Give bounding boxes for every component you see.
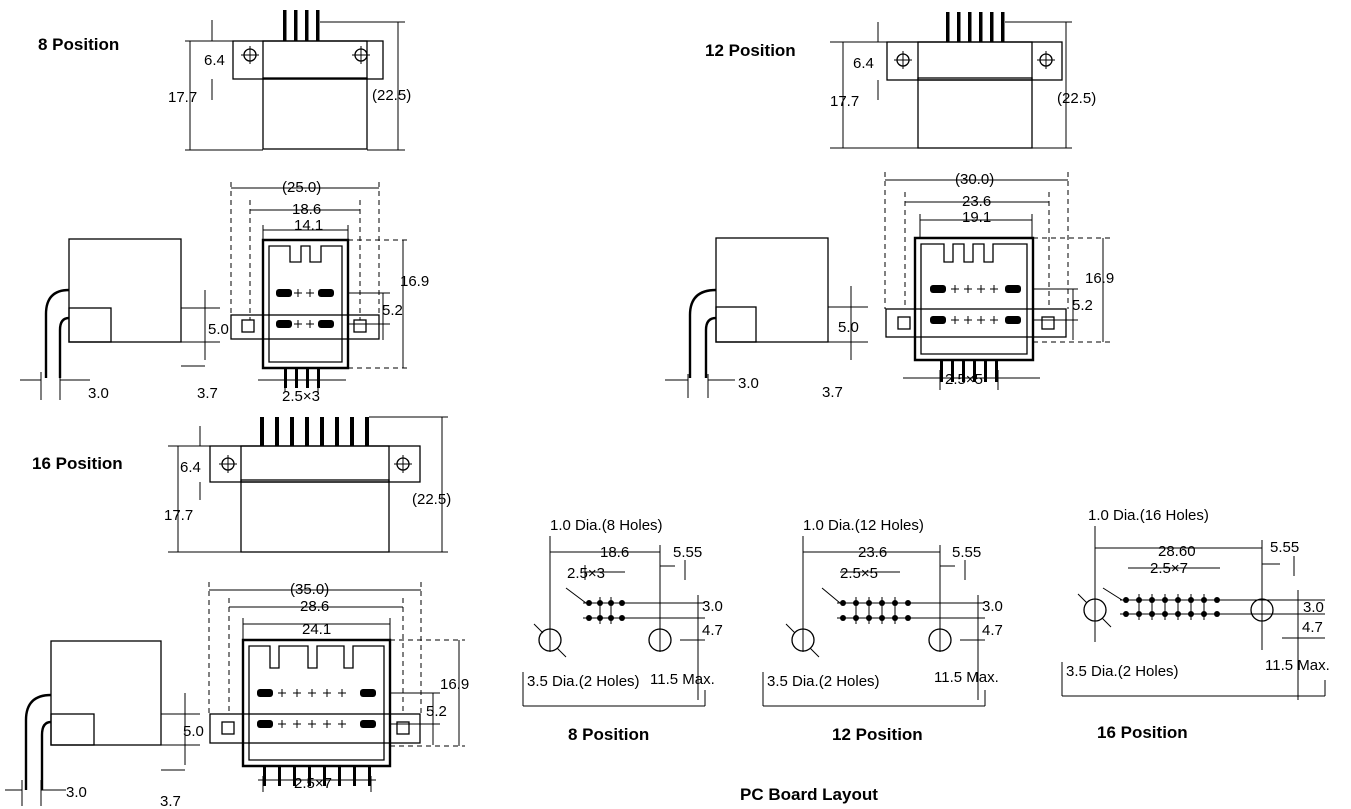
pcb16-holes: 1.0 Dia.(16 Holes) [1088,507,1209,524]
dim-22-5-16: (22.5) [412,491,451,508]
pcb-layout-title: PC Board Layout [740,785,878,804]
pcb16-offset: 5.55 [1270,539,1299,556]
pcb8-holes: 1.0 Dia.(8 Holes) [550,517,663,534]
front-view-12: 6.4 17.7 (22.5) [830,12,1096,149]
dim-6-4-12: 6.4 [853,55,874,72]
pcb16-span: 28.60 [1158,543,1196,560]
dim-5-2-8: 5.2 [382,302,403,319]
pcb12-mount: 3.5 Dia.(2 Holes) [767,673,880,690]
dim-5-0-16: 5.0 [183,723,204,740]
pcb16-d30: 3.0 [1303,599,1324,616]
dim-35-0: (35.0) [290,581,329,598]
pcb16-label: 16 Position [1097,723,1188,742]
side-view-8: 3.0 3.7 5.0 [20,238,229,402]
pcb8-span: 18.6 [600,544,629,561]
dim-5-0-8: 5.0 [208,321,229,338]
dim-14-1: 14.1 [294,217,323,234]
dim-3-0-12: 3.0 [738,375,759,392]
dim-16-9-16: 16.9 [440,676,469,693]
dim-16-9-8: 16.9 [400,273,429,290]
front-view-8: 6.4 17.7 (22.5) [168,10,411,151]
pcb12-label: 12 Position [832,725,923,744]
dim-pitch-12: 2.5×5 [945,371,983,388]
pcb8-max: 11.5 Max. [650,671,715,688]
dim-pitch-16: 2.5×7 [294,775,332,792]
pcb16-pitch: 2.5×7 [1150,560,1188,577]
dim-6-4-8: 6.4 [204,52,225,69]
dim-24-1: 24.1 [302,621,331,638]
title-8-position: 8 Position [38,35,119,54]
pin-crosses-16 [278,689,346,728]
dim-pitch-8: 2.5×3 [282,388,320,405]
dim-6-4-16: 6.4 [180,459,201,476]
dim-22-5-8: (22.5) [372,87,411,104]
pcb8-mount: 3.5 Dia.(2 Holes) [527,673,640,690]
pcb12-span: 23.6 [858,544,887,561]
pcb8-d30: 3.0 [702,598,723,615]
pcb-layout-12: 1.0 Dia.(12 Holes) 23.6 5.55 2.5×5 3.0 4… [762,517,1003,744]
pcb12-d30: 3.0 [982,598,1003,615]
dim-28-6: 28.6 [300,598,329,615]
dim-3-7-8: 3.7 [197,385,218,402]
pcb-layout-16: 1.0 Dia.(16 Holes) 28.60 5.55 2.5×7 [1061,507,1330,742]
title-12-position: 12 Position [705,41,796,60]
dim-5-0-12: 5.0 [838,319,859,336]
dim-3-0-8: 3.0 [88,385,109,402]
front-view-16: 6.4 17.7 (22.5) [164,416,451,553]
dim-3-7-16: 3.7 [160,793,181,809]
dim-16-9-12: 16.9 [1085,270,1114,287]
dim-5-2-12: 5.2 [1072,297,1093,314]
pcb8-offset: 5.55 [673,544,702,561]
dim-3-7-12: 3.7 [822,384,843,401]
pcb8-label: 8 Position [568,725,649,744]
side-view-16: 3.0 3.7 5.0 [5,640,204,809]
dim-23-6: 23.6 [962,193,991,210]
side-view-12: 3.0 3.7 5.0 [665,237,868,401]
pcb12-offset: 5.55 [952,544,981,561]
pcb8-d47: 4.7 [702,622,723,639]
dim-17-7-12: 17.7 [830,93,859,110]
dim-17-7-16: 17.7 [164,507,193,524]
pcb16-mount: 3.5 Dia.(2 Holes) [1066,663,1179,680]
pcb16-d47: 4.7 [1302,619,1323,636]
bottom-view-8: (25.0) 18.6 14.1 16.9 5.2 2.5×3 [230,179,429,405]
dim-18-6: 18.6 [292,201,321,218]
bottom-view-12: (30.0) 23.6 19.1 16.9 5.2 2.5×5 [884,171,1114,390]
dim-25-0: (25.0) [282,179,321,196]
pcb-layout-8: 1.0 Dia.(8 Holes) 18.6 5.55 2.5×3 3.0 4.… [522,517,723,744]
pcb12-pitch: 2.5×5 [840,565,878,582]
pcb12-holes: 1.0 Dia.(12 Holes) [803,517,924,534]
dim-22-5-12: (22.5) [1057,90,1096,107]
pcb16-max: 11.5 Max. [1265,657,1330,674]
dim-30-0: (30.0) [955,171,994,188]
dim-19-1: 19.1 [962,209,991,226]
pcb12-max: 11.5 Max. [934,669,999,686]
dim-17-7-8: 17.7 [168,89,197,106]
dim-3-0-16: 3.0 [66,784,87,801]
pcb8-pitch: 2.5×3 [567,565,605,582]
bottom-view-16: (35.0) 28.6 24.1 16.9 5.2 2.5×7 [208,581,469,792]
dim-5-2-16: 5.2 [426,703,447,720]
pin-crosses-12 [951,285,998,324]
pins-top-8 [283,10,320,41]
title-16-position: 16 Position [32,454,123,473]
pcb12-d47: 4.7 [982,622,1003,639]
